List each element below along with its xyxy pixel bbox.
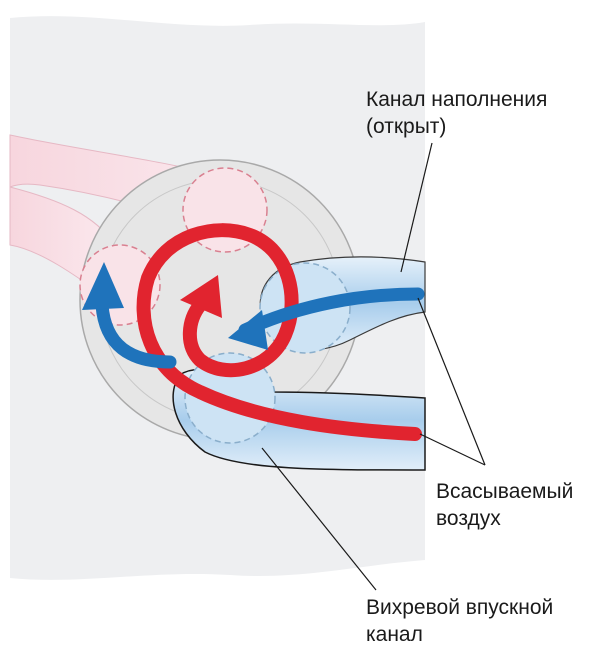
label-swirl-channel-line1: Вихревой впускной [366,594,553,621]
label-filling-channel-line1: Канал наполнения [366,86,547,113]
leader-intake-air-bottom [420,434,485,465]
label-intake-air-line2: воздух [436,505,573,532]
leader-intake-air-top [418,298,485,465]
label-filling-channel-line2: (открыт) [366,113,547,140]
label-intake-air-line1: Всасываемый [436,478,573,505]
label-swirl-channel-line2: канал [366,621,553,648]
label-intake-air: Всасываемый воздух [436,478,573,532]
label-filling-channel: Канал наполнения (открыт) [366,86,547,140]
label-swirl-channel: Вихревой впускной канал [366,594,553,648]
